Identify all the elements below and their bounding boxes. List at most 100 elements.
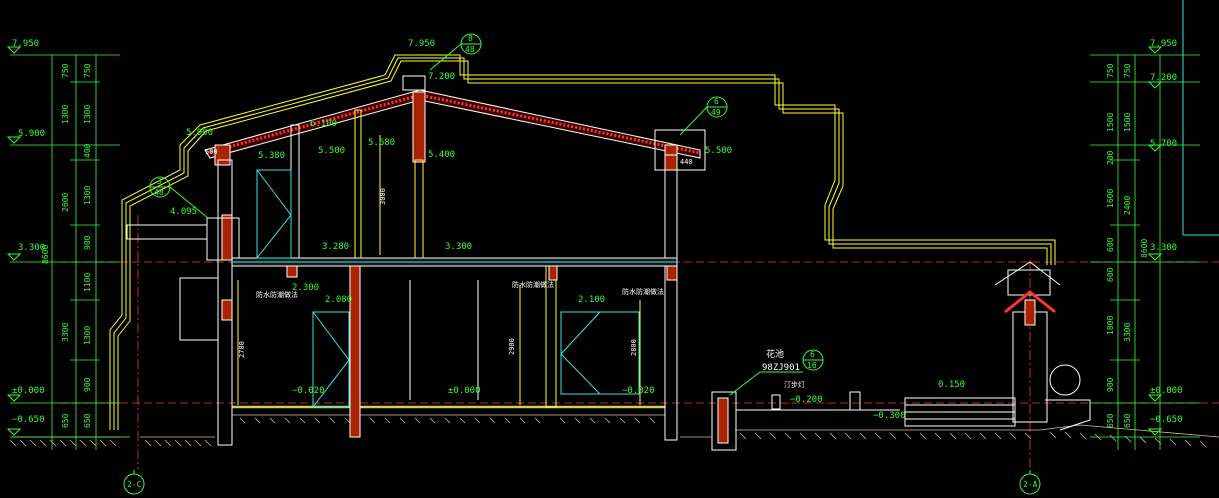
- level-left-ground: ±0.000: [12, 386, 45, 396]
- right-dimension-chain: [1090, 54, 1200, 450]
- level-right-l3: 5.700: [1150, 139, 1177, 149]
- level-left-top: 7.950: [12, 39, 39, 49]
- callout-8-sheet: 48: [465, 45, 475, 54]
- sheet-frame: [1182, 0, 1219, 236]
- level-right-outside: −0.650: [1150, 415, 1183, 425]
- level-right-floor2: 3.300: [1150, 243, 1177, 253]
- dim-left-900b: 900: [83, 377, 92, 392]
- callout-6-num: 6: [714, 97, 719, 106]
- dim-right-total: 8600: [1140, 239, 1149, 258]
- elev-minus0200: −0.200: [790, 395, 823, 405]
- dim-right-600a: 600: [1106, 237, 1115, 252]
- note-waterproof-2: 防水防潮做法: [512, 280, 554, 289]
- callout-8-num: 8: [468, 34, 473, 43]
- elev-5500: 5.500: [318, 146, 345, 156]
- dim-right-seg3: 2400: [1123, 196, 1132, 215]
- dim-left-seg2: 1300: [83, 105, 92, 124]
- elev-3280: 3.280: [322, 242, 349, 252]
- dim-right-1500: 1500: [1106, 113, 1115, 132]
- dim-right-900: 900: [1106, 377, 1115, 392]
- level-right-ground: ±0.000: [1150, 386, 1183, 396]
- walls: [206, 91, 678, 446]
- right-levels: 7.950 7.200 5.700 3.300 ±0.000 −0.650: [1150, 39, 1183, 425]
- callout-3-sheet: 48: [154, 188, 164, 197]
- dim-left-900a: 900: [83, 235, 92, 250]
- elev-minus0300: −0.300: [873, 411, 906, 421]
- dim-left-650a: 650: [61, 413, 70, 428]
- dim-left-400: 400: [83, 143, 92, 158]
- floor-slab: [231, 257, 678, 267]
- dim-left-seg1: 750: [83, 63, 92, 78]
- level-left-outside: −0.650: [12, 415, 45, 425]
- right-dimension-text: 750 1500 200 1600 600 600 1800 900 650 7…: [1106, 63, 1149, 428]
- dim-right-1600: 1600: [1106, 189, 1115, 208]
- elev-eave-left: 5.900: [186, 128, 213, 138]
- dim-left-1300a: 1300: [61, 105, 70, 124]
- left-dimension-chain: [10, 54, 120, 450]
- dim-left-2600: 2600: [61, 193, 70, 212]
- elev-beam1: 6.100: [310, 119, 337, 129]
- ground-hatch: [9, 405, 1219, 448]
- dim-440: 440: [680, 158, 693, 166]
- level-left-mid: 5.900: [18, 129, 45, 139]
- elev-5500-right: 5.500: [705, 146, 732, 156]
- note-waterproof-1: 防水防潮做法: [256, 290, 298, 299]
- openings: [126, 169, 640, 408]
- dim-right-seg4: 3300: [1123, 323, 1132, 342]
- note-standard: 98ZJ901: [762, 363, 800, 373]
- dim-right-1800: 1800: [1106, 316, 1115, 335]
- dim-left-1100: 1100: [83, 273, 92, 292]
- axis-right-label: 2-A: [1023, 480, 1038, 489]
- level-markers: [6, 46, 1163, 436]
- dim-right-650: 650: [1106, 413, 1115, 428]
- elev-4095: 4.095: [170, 207, 197, 217]
- elev-5680: 5.680: [368, 138, 395, 148]
- notes: 花池 98ZJ901 汀步灯 防水防潮做法 防水防潮做法 防水防潮做法: [256, 280, 805, 389]
- dim-right-750: 750: [1106, 63, 1115, 78]
- axis-labels: 2-C 2-A: [127, 480, 1038, 489]
- interior-elevations: 7.950 7.200 5.900 6.100 5.380 5.500 5.68…: [170, 39, 965, 421]
- elev-ridge2: 7.200: [428, 72, 455, 82]
- dim-2700: 2700: [238, 341, 246, 358]
- level-left-floor2: 3.300: [18, 243, 45, 253]
- dim-right-seg5: 650: [1123, 413, 1132, 428]
- dim-left-seg3: 1300: [83, 186, 92, 205]
- note-waterproof-3: 防水防潮做法: [622, 287, 664, 296]
- dim-left-3300: 3300: [61, 323, 70, 342]
- dim-left-750: 750: [61, 63, 70, 78]
- elev-5400: 5.400: [428, 150, 455, 160]
- elev-minus0020-a: −0.020: [292, 386, 325, 396]
- pavilion: [711, 261, 1091, 451]
- left-dimension-text: 750 1300 2600 3300 650 8600 750 1300 400…: [41, 63, 92, 428]
- callout-5-sheet: 16: [807, 361, 817, 370]
- dim-3000: 3000: [379, 188, 387, 205]
- callout-text: 8 48 6 49 3 48 6 16: [154, 34, 817, 370]
- elev-minus0020-b: −0.020: [622, 386, 655, 396]
- dim-right-600b: 600: [1106, 267, 1115, 282]
- elev-2080: 2.080: [325, 295, 352, 305]
- note-flowerbed: 花池: [766, 348, 784, 360]
- elev-zero: ±0.000: [448, 386, 481, 396]
- callout-5-num: 6: [810, 350, 815, 359]
- callout-3-num: 3: [157, 177, 162, 186]
- elev-5380: 5.380: [258, 151, 285, 161]
- dim-2900: 2900: [508, 338, 516, 355]
- elev-2300: 2.300: [292, 283, 319, 293]
- dim-left-1300b: 1300: [83, 326, 92, 345]
- dim-500: 500: [205, 148, 218, 156]
- axis-left-label: 2-C: [127, 480, 142, 489]
- dim-right-200: 200: [1106, 150, 1115, 165]
- inner-dimension-lines: [237, 135, 641, 405]
- elev-ridge: 7.950: [408, 39, 435, 49]
- dim-left-total: 8600: [41, 245, 50, 264]
- inner-dimension-text: 3000 2700 2900 2800 500 440: [205, 148, 693, 358]
- elev-3300: 3.300: [445, 242, 472, 252]
- dim-left-seg6: 650: [83, 413, 92, 428]
- dim-right-seg2: 1500: [1123, 113, 1132, 132]
- dim-right-seg1: 750: [1123, 63, 1132, 78]
- note-stepping-light: 汀步灯: [784, 380, 805, 389]
- left-levels: 7.950 5.900 3.300 ±0.000 −0.650: [12, 39, 45, 425]
- callout-6-sheet: 49: [711, 108, 721, 117]
- elev-0150: 0.150: [938, 380, 965, 390]
